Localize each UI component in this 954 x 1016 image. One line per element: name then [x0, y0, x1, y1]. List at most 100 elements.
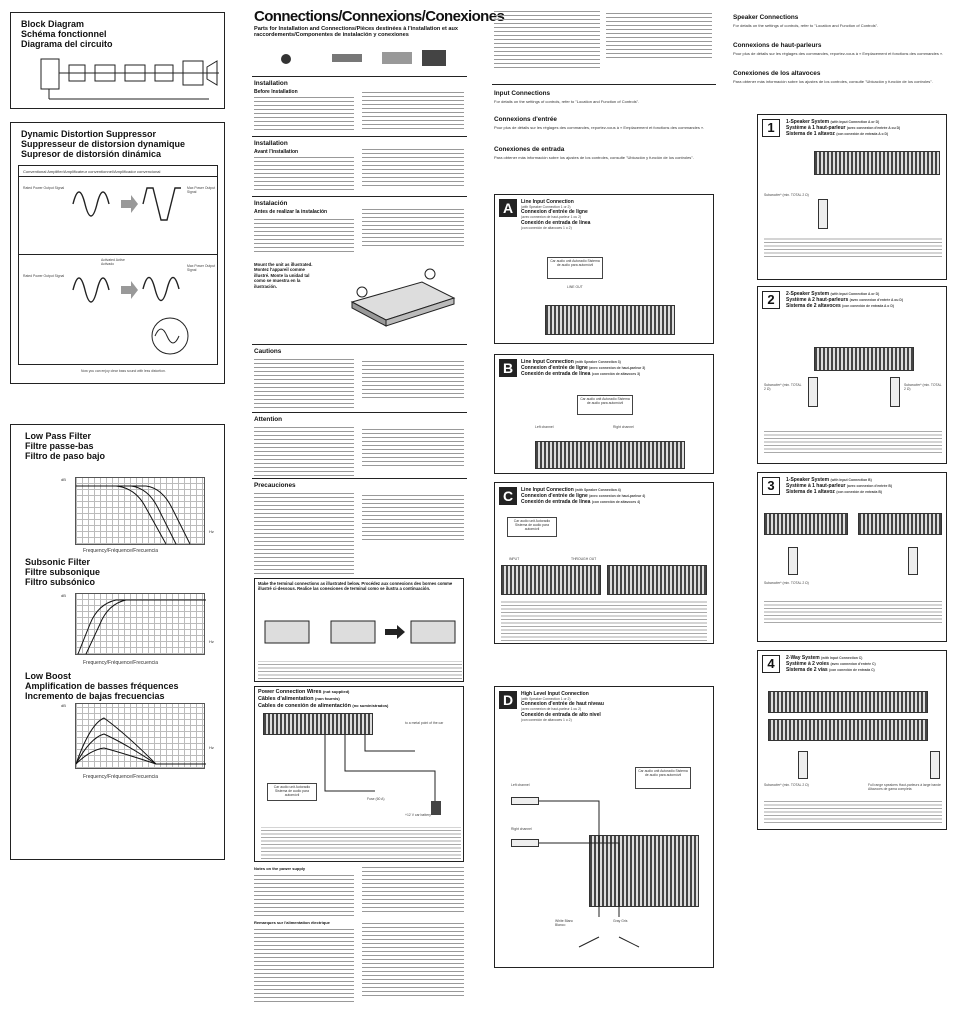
- speaker-3-number: 3: [762, 477, 780, 495]
- power-title-fr: Câbles d'alimentation (non fournis): [258, 696, 340, 702]
- speaker-4-titles: 2-Way System (with Input Connection C) S…: [786, 655, 876, 673]
- section-d-right-speaker-icon: [511, 839, 539, 847]
- install-text-en-2: [362, 89, 464, 129]
- install-text-es-2: [362, 206, 464, 246]
- section-d-left-speaker-icon: [511, 797, 539, 805]
- terminals-box: Make the terminal connections as illustr…: [254, 578, 464, 682]
- lowboost-chart: [75, 703, 206, 769]
- remarques-text-2: [362, 920, 464, 996]
- block-diagram-schematic: [40, 58, 219, 100]
- block-diagram-panel: Block Diagram Schéma fonctionnel Diagram…: [10, 12, 225, 109]
- lpf-freq-label: Frequency/Fréquence/Frecuencia: [83, 548, 159, 554]
- fuse-label: Fuse (60 A): [367, 797, 385, 801]
- mount-note: Mount the unit as illustrated. Montez l'…: [254, 262, 313, 289]
- speaker-4-amplifier-1: [768, 691, 928, 713]
- entree-heading: Connexions d'entrée: [494, 116, 557, 123]
- waveform-conventional-out: [142, 187, 181, 221]
- speaker-4-full-range-label: Full range speakers Haut-parleurs à larg…: [868, 783, 941, 792]
- cautions-text-2: [362, 358, 464, 398]
- section-c-through-out: THROUGH OUT: [571, 557, 597, 561]
- input-section-d: D High Level Input Connection(with Speak…: [494, 686, 714, 968]
- max-power-label-2: Max Power Output Signal: [187, 264, 216, 273]
- section-d-amplifier: [589, 835, 699, 907]
- power-wires-box: Power Connection Wires (not supplied) Câ…: [254, 686, 464, 862]
- rated-power-label-2: Rated Power Output Signal: [23, 274, 65, 278]
- subsonic-chart: [75, 593, 206, 655]
- section-c-titles: Line Input Connection (with Speaker Conn…: [521, 487, 646, 505]
- install-text-es: [254, 216, 354, 252]
- power-wires-drawing: [324, 735, 441, 815]
- parts-illustration: [281, 50, 446, 66]
- input-section-b: B Line Input Connection (with Speaker Co…: [494, 354, 714, 474]
- attention-text-1: [254, 426, 354, 476]
- waveform-conventional-in: [72, 191, 110, 217]
- chassis-label: to a metal point of the car: [405, 721, 444, 725]
- cautions-heading: Cautions: [254, 348, 282, 355]
- parts-subtitle: Parts for Installation and Connections/P…: [254, 26, 459, 39]
- subsonic-hz-label: Hz: [209, 639, 214, 644]
- speaker-3-amplifier-right: [858, 513, 942, 535]
- section-b-car-audio: Car audio unit Autoradio Sistema de audi…: [577, 395, 633, 415]
- lowboost-db-label: dB: [61, 703, 66, 708]
- section-d-car-audio: Car audio unit Autoradio Sistema de audi…: [635, 767, 691, 789]
- before-heading-fr: Avant l'installation: [254, 149, 299, 155]
- dds-diagram-box: Conventional Amplifier/Amplificateur con…: [18, 165, 218, 365]
- speaker-2-number: 2: [762, 291, 780, 309]
- speaker-connections-heading: Speaker Connections: [733, 14, 799, 21]
- speaker-3-amplifier-left: [764, 513, 848, 535]
- block-diagram-title: Block Diagram Schéma fonctionnel Diagram…: [21, 19, 113, 49]
- section-d-gray-label: Gray Gris: [613, 919, 628, 923]
- dds-box-title: Conventional Amplifier/Amplificateur con…: [23, 169, 161, 174]
- entree-text: Pour plus de détails sur les réglages de…: [494, 125, 705, 130]
- column-3: Input Connections For details on the set…: [492, 0, 716, 1016]
- car-audio-unit: Car audio unit Autoradio Sistema de audi…: [267, 783, 317, 801]
- column-2: Connections/Connexions/Conexiones Parts …: [252, 0, 505, 1016]
- speaker-3-titles: 1-Speaker System (with Input Connection …: [786, 477, 892, 495]
- conexiones-heading: Conexiones de entrada: [494, 146, 565, 153]
- mounting-illustration: [350, 268, 456, 327]
- section-b-amplifier: [535, 441, 685, 469]
- input-section-c: C Line Input Connection (with Speaker Co…: [494, 482, 714, 644]
- speaker-2-amplifier: [814, 347, 914, 371]
- battery-label: +12 V car battery: [405, 813, 431, 817]
- speaker-section-3: 3 1-Speaker System (with Input Connectio…: [757, 472, 947, 642]
- waveform-dds-out: [142, 276, 180, 302]
- precauciones-text-2: [362, 492, 464, 540]
- altavoces-heading: Conexiones de los altavoces: [733, 70, 821, 77]
- section-d-titles: High Level Input Connection(with Speaker…: [521, 691, 604, 722]
- suppressed-waveform-inset: [151, 317, 189, 355]
- section-d-letter: D: [499, 691, 517, 709]
- filter-panel: Low Pass Filter Filtre passe-bas Filtro …: [10, 424, 225, 860]
- subsonic-freq-label: Frequency/Fréquence/Frecuencia: [83, 660, 159, 666]
- lowboost-title: Low Boost Amplification de basses fréque…: [25, 671, 179, 701]
- column-4: Speaker Connections For details on the s…: [731, 0, 947, 1016]
- section-d-white-label: White Blanc Blanco: [555, 919, 574, 928]
- section-b-left-channel: Left channel: [535, 425, 554, 429]
- conexiones-text: Para obtener más información sobre los a…: [494, 155, 694, 160]
- input-connections-text: For details on the settings of controls,…: [494, 99, 640, 104]
- waveform-dds-in: [72, 277, 110, 303]
- hp-text: Pour plus de détails sur les réglages de…: [733, 51, 944, 56]
- input-connections-heading: Input Connections: [494, 90, 551, 97]
- notes-power-text-2: [362, 866, 464, 912]
- section-c-amplifier-2: [607, 565, 707, 595]
- lpf-db-label: dB: [61, 477, 66, 482]
- notes-power-text: [254, 872, 354, 916]
- hp-heading: Connexions de haut-parleurs: [733, 42, 822, 49]
- arrow-right-icon: [121, 281, 138, 299]
- speaker-connections-text: For details on the settings of controls,…: [733, 23, 879, 28]
- section-d-left-speaker: Left channel: [511, 783, 530, 787]
- section-b-right-channel: Right channel: [613, 425, 634, 429]
- power-title-es: Cables de conexión de alimentación (no s…: [258, 703, 389, 709]
- installation-heading-fr: Installation: [254, 140, 288, 147]
- speaker-1-amplifier: [814, 151, 940, 175]
- section-c-input-label: INPUT: [509, 557, 520, 561]
- speaker-4-subwoofer-icon: [798, 751, 808, 779]
- install-text-fr-2: [362, 146, 464, 186]
- precauciones-heading: Precauciones: [254, 482, 296, 489]
- speaker-2-subwoofer-left-icon: [808, 377, 818, 407]
- max-power-label: Max Power Output Signal: [187, 186, 216, 195]
- installation-heading-en: Installation: [254, 80, 288, 87]
- section-a-car-audio: Car audio unit Autoradio Sistema de audi…: [547, 257, 603, 279]
- speaker-2-titles: 2-Speaker System (with Input Connection …: [786, 291, 903, 309]
